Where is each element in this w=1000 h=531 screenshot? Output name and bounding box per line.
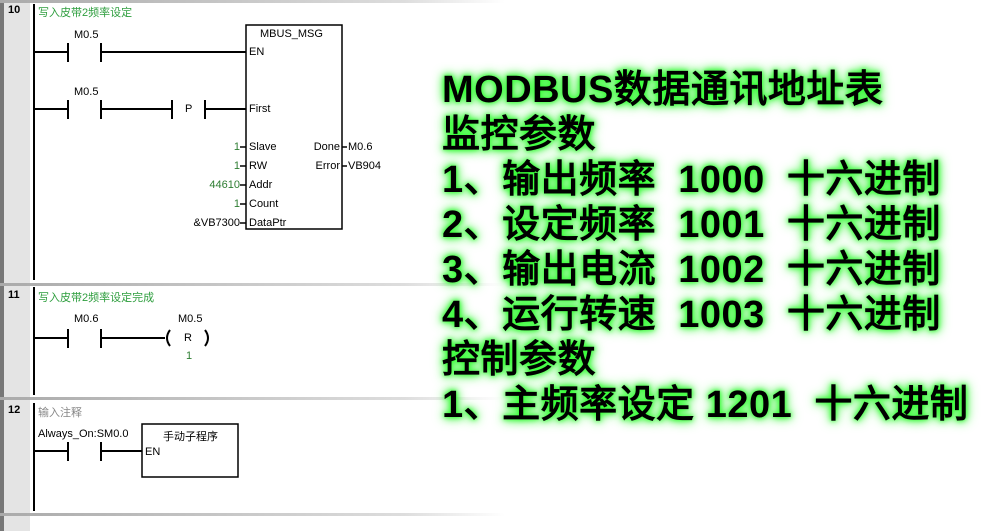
block-inputs: 1 1 44610 1 &VB7300 [180, 141, 240, 236]
contact-address: M0.5 [74, 86, 99, 98]
block-title: MBUS_MSG [260, 28, 323, 40]
coil-address: M0.5 [178, 313, 203, 325]
overlay-line: 3、输出电流 1002 十六进制 [442, 249, 941, 291]
network-separator [0, 283, 505, 286]
positive-edge-label: P [185, 103, 193, 115]
pin: Count [249, 198, 279, 210]
input-value: 1 [233, 141, 240, 153]
pin: Addr [249, 179, 273, 191]
block-outputs: M0.6 VB904 [348, 141, 381, 179]
network-comment[interactable]: 写入皮带2频率设定完成 [38, 292, 155, 304]
input-value: &VB7300 [193, 217, 240, 229]
overlay-line: 1、主频率设定 1201 十六进制 [442, 384, 969, 426]
block-output-pins: Done Error [300, 141, 340, 179]
pin-en: EN [249, 46, 265, 58]
network-separator [0, 0, 505, 3]
overlay-line: 2、设定频率 1001 十六进制 [442, 204, 941, 246]
network-separator [0, 513, 505, 516]
pin: RW [249, 160, 268, 172]
reset-coil: R [184, 332, 192, 344]
contact-address: M0.6 [74, 313, 99, 325]
overlay-line: 监控参数 [442, 114, 597, 156]
input-value: 44610 [209, 179, 240, 191]
subroutine-title: 手动子程序 [163, 431, 218, 443]
overlay-line: 1、输出频率 1000 十六进制 [442, 159, 941, 201]
input-value: 1 [233, 198, 240, 210]
pin: Slave [249, 141, 277, 153]
overlay-line: 4、运行转速 1003 十六进制 [442, 294, 941, 336]
contact-address: M0.5 [74, 29, 99, 41]
line-number-gutter [0, 0, 30, 531]
block-input-pins: Slave RW Addr Count DataPtr [249, 141, 286, 236]
coil-count: 1 [186, 350, 193, 362]
output-value: VB904 [348, 160, 382, 172]
output-value: M0.6 [348, 141, 373, 153]
ladder-diagram [33, 4, 347, 511]
pin-en: EN [145, 446, 161, 458]
overlay-title: MODBUS数据通讯地址表 [442, 69, 884, 111]
input-value: 1 [233, 160, 240, 172]
pin: Error [315, 160, 340, 172]
network-number: 10 [8, 4, 21, 16]
network-number: 11 [8, 289, 20, 301]
pin-first: First [249, 103, 271, 115]
pin: DataPtr [249, 217, 287, 229]
network-separator [0, 397, 505, 400]
pin: Done [313, 141, 340, 153]
contact-address: Always_On:SM0.0 [38, 428, 129, 440]
network-comment[interactable]: 输入注释 [38, 407, 82, 419]
network-number: 12 [8, 404, 21, 416]
network-comment[interactable]: 写入皮带2频率设定 [38, 7, 133, 19]
overlay-line: 控制参数 [442, 339, 597, 381]
